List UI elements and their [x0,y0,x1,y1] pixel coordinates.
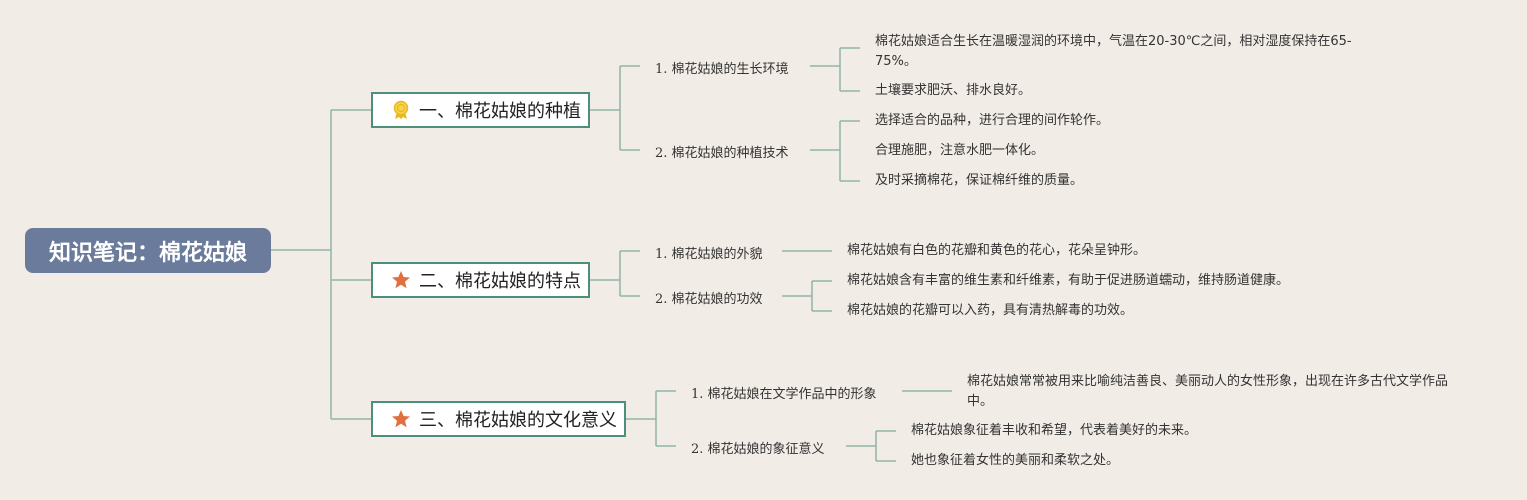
star-icon [391,270,411,290]
leaf-note[interactable]: 土壤要求肥沃、排水良好。 [875,83,1032,98]
subtopic-symbolism[interactable]: 2. 棉花姑娘的象征意义 [691,442,825,457]
leaf-note[interactable]: 合理施肥，注意水肥一体化。 [875,143,1045,158]
branch-label: 二、棉花姑娘的特点 [419,271,581,292]
leaf-note[interactable]: 棉花姑娘有白色的花瓣和黄色的花心，花朵呈钟形。 [847,243,1147,258]
leaf-note[interactable]: 棉花姑娘象征着丰收和希望，代表着美好的未来。 [911,423,1198,438]
leaf-note[interactable]: 她也象征着女性的美丽和柔软之处。 [911,453,1120,468]
subtopic-appearance[interactable]: 1. 棉花姑娘的外貌 [655,247,763,262]
subtopic-growth-environment[interactable]: 1. 棉花姑娘的生长环境 [655,62,789,77]
root-title-text: 知识笔记：棉花姑娘 [48,240,247,266]
branch-label: 三、棉花姑娘的文化意义 [419,410,617,431]
branch-cultural-meaning[interactable]: 三、棉花姑娘的文化意义 [371,401,626,437]
award-ribbon-icon [391,100,411,120]
star-icon [391,409,411,429]
mindmap-root-title[interactable]: 知识笔记：棉花姑娘 [25,228,271,273]
leaf-note[interactable]: 棉花姑娘的花瓣可以入药，具有清热解毒的功效。 [847,303,1134,318]
branch-characteristics[interactable]: 二、棉花姑娘的特点 [371,262,590,298]
leaf-note[interactable]: 选择适合的品种，进行合理的间作轮作。 [875,113,1110,128]
subtopic-literary-image[interactable]: 1. 棉花姑娘在文学作品中的形象 [691,387,877,402]
subtopic-planting-technique[interactable]: 2. 棉花姑娘的种植技术 [655,146,789,161]
leaf-note[interactable]: 及时采摘棉花，保证棉纤维的质量。 [875,173,1084,188]
branch-planting[interactable]: 一、棉花姑娘的种植 [371,92,590,128]
leaf-note[interactable]: 棉花姑娘适合生长在温暖湿润的环境中，气温在20-30℃之间，相对湿度保持在65-… [875,34,1352,69]
leaf-note[interactable]: 棉花姑娘常常被用来比喻纯洁善良、美丽动人的女性形象，出现在许多古代文学作品中。 [967,374,1449,409]
subtopic-efficacy[interactable]: 2. 棉花姑娘的功效 [655,292,763,307]
branch-label: 一、棉花姑娘的种植 [419,101,581,122]
leaf-note[interactable]: 棉花姑娘含有丰富的维生素和纤维素，有助于促进肠道蠕动，维持肠道健康。 [847,273,1290,288]
